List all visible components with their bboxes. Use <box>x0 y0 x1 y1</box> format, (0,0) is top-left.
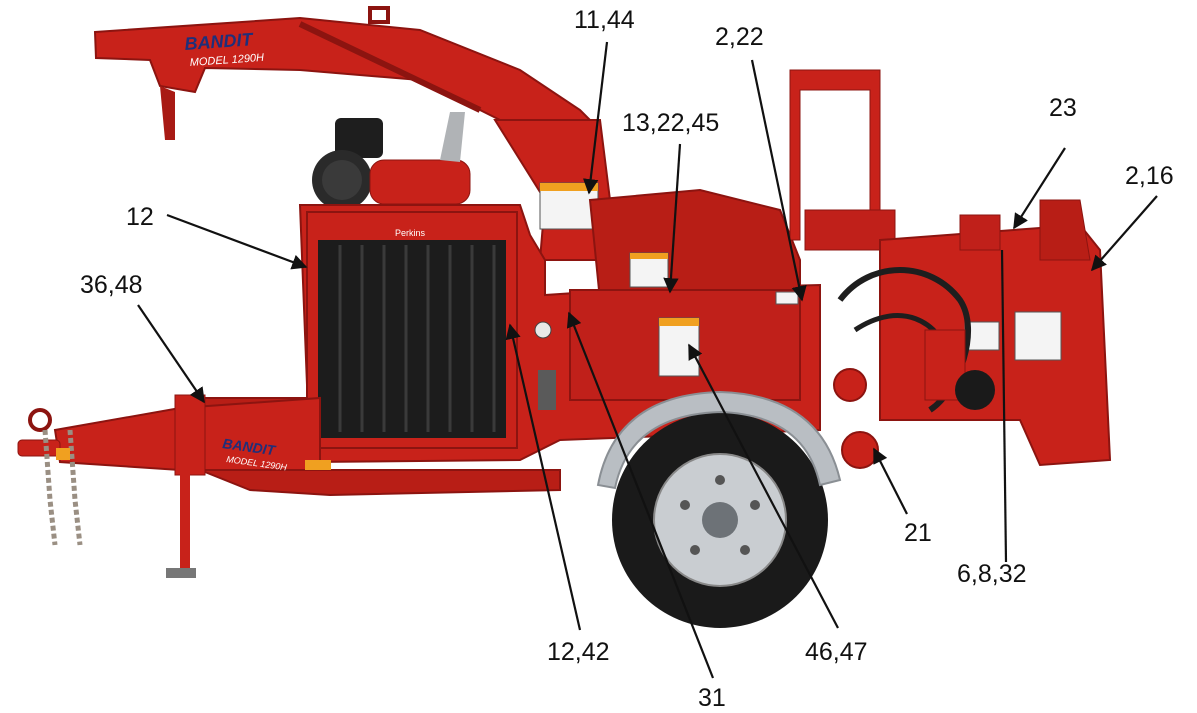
leader-2-22 <box>750 59 807 302</box>
leader-46-47 <box>688 343 839 629</box>
leader-6-8-32 <box>1000 249 1008 563</box>
leader-23 <box>1013 147 1066 230</box>
leader-12-42 <box>505 323 582 631</box>
boom-logo-top: BANDIT <box>184 29 255 54</box>
leader-lines <box>137 41 1158 679</box>
boom-logo-bottom: MODEL 1290H <box>189 52 264 69</box>
engine-badge: Perkins <box>395 228 426 238</box>
leader-13-22-45 <box>663 143 682 294</box>
engine-top <box>312 112 471 210</box>
trailer-tongue: BANDIT MODEL 1290H <box>17 394 331 578</box>
callout-13-22-45: 13,22,45 <box>622 109 719 137</box>
gauge-cluster <box>534 321 556 410</box>
callout-labels: 11,44 2,22 13,22,45 23 2,16 12 36,48 21 … <box>80 6 1174 712</box>
callout-21: 21 <box>904 519 932 547</box>
leader-11-44 <box>582 41 609 195</box>
infeed-section <box>775 69 1112 469</box>
callout-2-22: 2,22 <box>715 23 764 51</box>
callout-12: 12 <box>126 203 154 231</box>
leader-12 <box>166 213 308 270</box>
leader-36-48 <box>137 304 205 404</box>
callout-36-48: 36,48 <box>80 271 143 299</box>
callout-6-8-32: 6,8,32 <box>957 560 1027 588</box>
wheel-assembly <box>596 390 842 628</box>
callout-31: 31 <box>698 684 726 712</box>
callout-11-44: 11,44 <box>574 6 635 34</box>
leader-31 <box>566 311 715 679</box>
callout-2-16: 2,16 <box>1125 162 1174 190</box>
callout-23: 23 <box>1049 94 1077 122</box>
callout-46-47: 46,47 <box>805 638 868 666</box>
callout-12-42: 12,42 <box>547 638 610 666</box>
wood-chipper-illustration: BANDIT MODEL 1290H <box>17 6 1112 628</box>
tongue-logo-top: BANDIT <box>222 435 278 458</box>
radiator: Perkins <box>306 211 518 449</box>
leader-21 <box>873 447 908 515</box>
leader-2-16 <box>1090 195 1158 272</box>
